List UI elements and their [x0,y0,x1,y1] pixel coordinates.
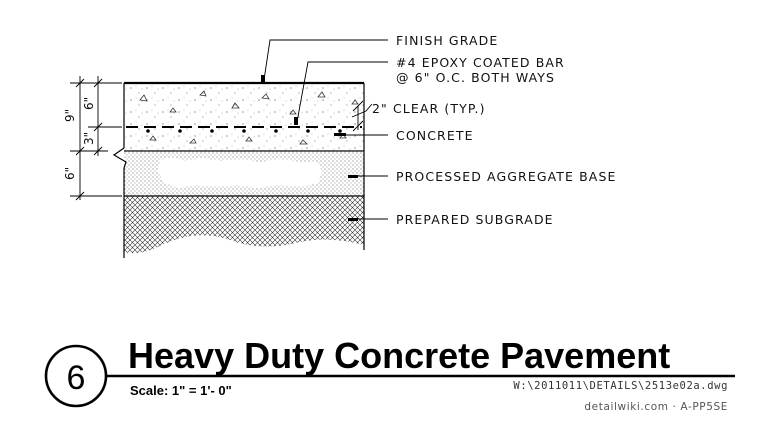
concrete-slab [124,81,364,152]
dim-bottom-portion: 3" [82,132,96,145]
callout-bar-line2: @ 6" O.C. BOTH WAYS [396,70,555,85]
detail-scale: Scale: 1" = 1'- 0" [130,383,232,398]
file-path: W:\2011011\DETAILS\2513e02a.dwg [513,380,728,392]
prepared-subgrade [124,196,364,254]
callout-aggregate: PROCESSED AGGREGATE BASE [396,169,616,184]
detail-title: Heavy Duty Concrete Pavement [128,335,670,376]
callout-clear: 2" CLEAR (TYP.) [372,101,486,116]
clear-dimension [352,100,364,132]
section-edges [112,83,365,258]
rebar-dots [146,129,342,133]
dim-top-portion: 6" [82,97,96,110]
callout-finish-grade: FINISH GRADE [396,33,498,48]
dim-total-slab: 9" [63,109,77,122]
leader-lines [263,39,388,220]
footer-credit: detailwiki.com · A-PP5SE [584,401,728,413]
callout-bar-line1: #4 EPOXY COATED BAR [396,55,565,70]
aggregate-base [124,151,364,197]
callout-concrete: CONCRETE [396,128,474,143]
callout-subgrade: PREPARED SUBGRADE [396,212,554,227]
dim-base: 6" [63,167,77,180]
detail-number: 6 [67,359,86,397]
leader-ticks [261,75,358,221]
dimension-lines [70,76,122,201]
